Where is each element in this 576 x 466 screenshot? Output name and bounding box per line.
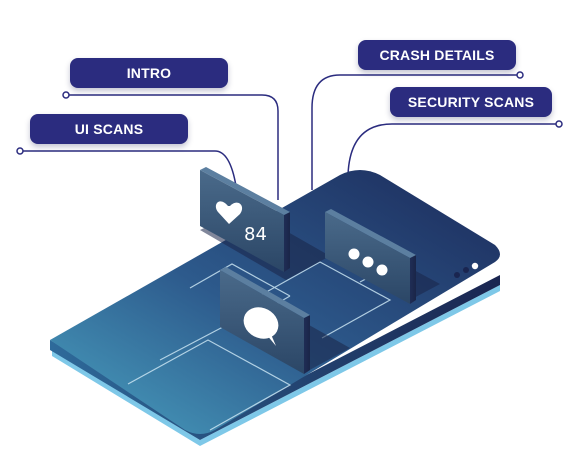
heart-icon [215,201,243,224]
security-connector [347,123,557,176]
security-scans-label[interactable]: SECURITY SCANS [390,87,552,117]
typing-dots-icon [348,248,388,276]
intro-label[interactable]: INTRO [70,58,228,88]
crash-details-label[interactable]: CRASH DETAILS [358,40,516,70]
heart-card: 84 [200,167,290,272]
crash-connector [311,74,518,190]
heart-count: 84 [244,224,267,245]
chat-bubble-icon [243,307,279,346]
typing-card [325,209,416,304]
ui-scans-label[interactable]: UI SCANS [30,114,188,144]
connector-lines [16,71,563,200]
ui-scans-connector [22,150,237,187]
chat-card [220,267,310,374]
intro-connector [68,94,279,200]
